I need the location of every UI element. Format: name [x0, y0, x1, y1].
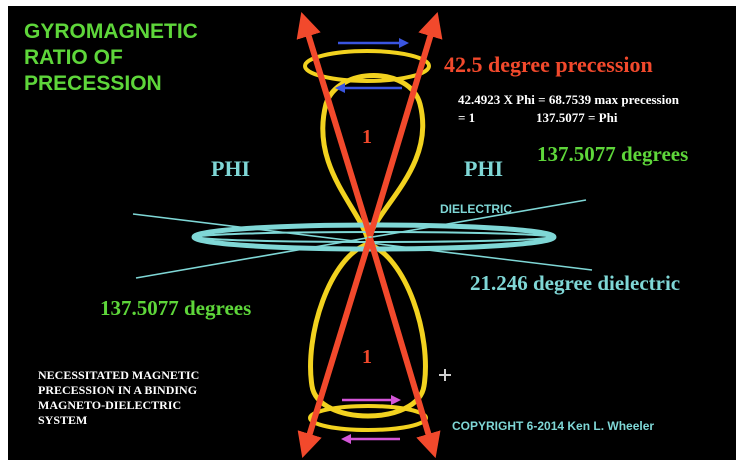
equation-line-2-right: 137.5077 = Phi — [536, 110, 618, 125]
dielectric-degree-label: 21.246 degree dielectric — [470, 271, 681, 295]
note-line-3: MAGNETO-DIELECTRIC — [38, 398, 182, 412]
degrees-label-left: 137.5077 degrees — [100, 296, 252, 320]
title-line-1: GYROMAGNETIC — [24, 20, 198, 43]
title-line-3: PRECESSION — [24, 72, 162, 95]
phi-label-left: PHI — [211, 156, 251, 181]
precession-diagram — [132, 11, 593, 459]
phi-label-right: PHI — [464, 156, 504, 181]
plus-cursor-icon — [439, 369, 451, 381]
equation-line-1: 42.4923 X Phi = 68.7539 max precession — [458, 92, 679, 107]
upper-one-label: 1 — [362, 126, 372, 148]
degrees-label-right: 137.5077 degrees — [537, 142, 689, 166]
upper-magnetic-loop — [320, 73, 426, 249]
dielectric-line-right — [135, 199, 587, 279]
top-precession-ring — [303, 49, 431, 83]
diagram-canvas: GYROMAGNETIC RATIO OF PRECESSION 42.5 de… — [8, 6, 736, 460]
equation-line-2-left: = 1 — [458, 110, 476, 125]
precession-arrow-down-right — [367, 237, 441, 459]
note-line-2: PRECESSION IN A BINDING — [38, 383, 198, 397]
lower-magnetic-loop — [308, 241, 428, 419]
copyright-text: COPYRIGHT 6-2014 Ken L. Wheeler — [452, 419, 655, 433]
title-line-2: RATIO OF — [24, 46, 123, 69]
lower-one-label: 1 — [362, 346, 372, 368]
precession-arrow-down-left — [297, 237, 373, 459]
dielectric-label: DIELECTRIC — [440, 202, 512, 216]
precession-label: 42.5 degree precession — [444, 52, 653, 77]
precession-arrow-up-right — [367, 11, 443, 237]
precession-arrow-up-left — [296, 11, 373, 237]
note-line-4: SYSTEM — [38, 413, 88, 427]
note-line-1: NECESSITATED MAGNETIC — [38, 368, 200, 382]
